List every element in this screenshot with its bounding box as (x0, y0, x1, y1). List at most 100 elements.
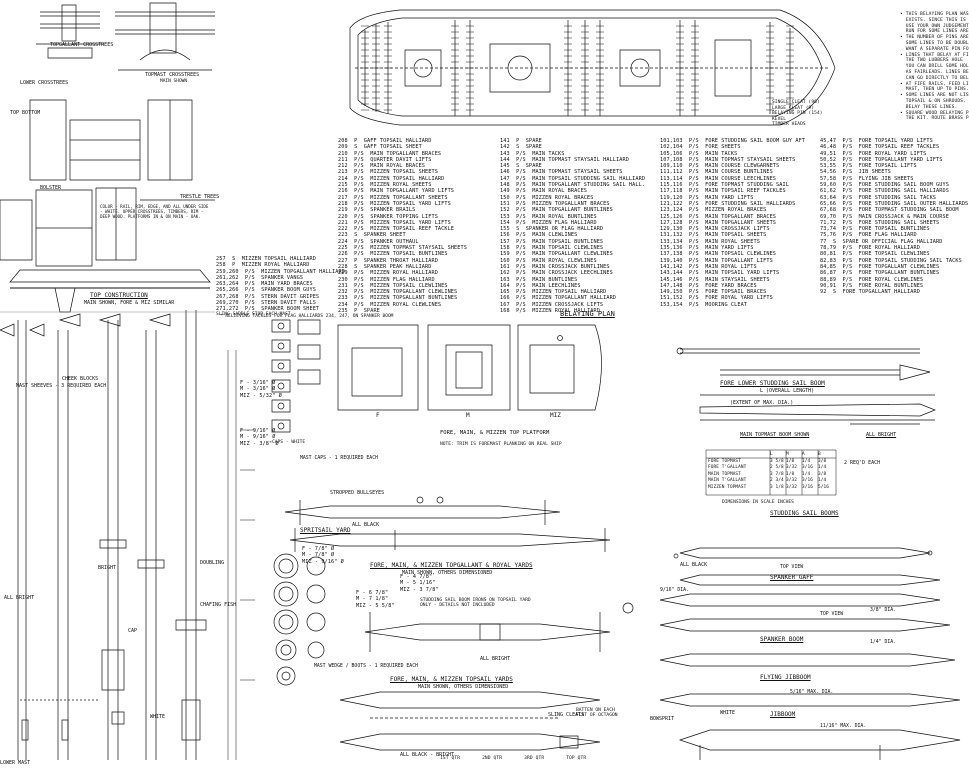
belaying-entry: 210 P/S MAIN TOPGALLANT BRACES (338, 150, 442, 157)
belaying-entry: 46,48 P/S FORE TOPSAIL REEF TACKLES (820, 144, 940, 151)
belaying-entry: 101,103 P/S FORE STUDDING SAIL BOOM GUY … (660, 138, 806, 144)
belaying-entry: 141,142 P/S MAIN ROYAL LIFTS (660, 263, 757, 270)
belaying-entry: 77 S SPARE OR OFFICIAL FLAG HALLIARD (820, 238, 943, 245)
belaying-entry: 227 P SPANKER THROAT HALLIARD (338, 257, 438, 264)
belaying-entry: 90,91 P/S FORE ROYAL BUNTLINES (820, 282, 924, 289)
belaying-entry: 214 P/S MIZZEN TOPSAIL HALLIARD (338, 175, 445, 182)
bowsprit-label: BOWSPRIT (650, 716, 675, 722)
batten-label: BATTEN ON EACH FLAT OF OCTAGON (576, 708, 618, 719)
belaying-entry: 131,132 P/S MAIN TOPSAIL SHEETS (660, 232, 767, 239)
boom-table-cell: 3/32 (786, 478, 797, 484)
mast-dimension: F - 9/16" Ø (240, 428, 276, 434)
belaying-entry: 159 P/S MAIN TOPGALLANT CLEWLINES (500, 251, 613, 258)
main-topmast-boom-drawing (700, 395, 935, 424)
belaying-entry: 125,126 P/S MAIN TOPGALLANT BRACES (660, 213, 777, 220)
boom-table-cell: 2 5/8 (770, 465, 784, 471)
legend-item: LARGE CLEAT (9) (772, 105, 815, 111)
belaying-entry: 233 P/S MIZZEN TOPGALLANT BUNTLINES (338, 295, 458, 302)
note-line: • THIS BELAYING PLAN WAS (900, 12, 969, 17)
mast-sheeves-label: MAST SHEEVES - 3 REQUIRED EACH (16, 383, 107, 389)
note-line: BELAY THESE LINES. (900, 104, 958, 110)
belaying-entry: 258 P MIZZEN ROYAL HALLIARD (216, 262, 310, 269)
belaying-entry: 84,85 P/S FORE TOPGALLANT CLEWLINES (820, 263, 940, 270)
dims-note-label: DIMENSIONS IN SCALE INCHES (722, 500, 794, 505)
yard-quarter-label: TOP QTR (566, 756, 587, 761)
boom-all-black-label: ALL BLACK (680, 562, 708, 568)
boom-table-cell: 1/4 (818, 465, 827, 471)
flying-jibboom-label: FLYING JIBBOOM (760, 674, 811, 681)
label-top-bottom: TOP BOTTOM (10, 110, 41, 116)
belaying-entry: 165 P/S MIZZEN TOPSAIL HALLIARD (500, 289, 607, 296)
topsail-yards-drawing (340, 612, 610, 750)
boom-table-cell: L (770, 452, 773, 457)
belaying-entry: 265,266 P/S SPANKER BOOM GUYS (216, 287, 316, 294)
boom-table-cell: 3 5/8 (770, 458, 784, 464)
belaying-entry: 223 S SPANKER SHEET (338, 232, 406, 239)
belaying-entry: 217 P/S MIZZEN TOPGALLANT SHEETS (338, 194, 448, 201)
label-color-note: COLOR - RAIL, RIM, EDGE, AND ALL UNDER S… (100, 204, 209, 219)
label-topmast-crosstrees: TOPMAST CROSSTREES (145, 72, 200, 78)
boom-dia-4: 5/16" MAX. DIA. (790, 690, 834, 695)
mast-caps-label: MAST CAPS - 1 REQUIRED EACH (300, 456, 378, 461)
belaying-entry: 154 P/S MIZZEN FLAG HALLIARD (500, 219, 597, 226)
reqd-label: 2 REQ'D EACH (844, 460, 881, 466)
note-line: EXISTS. SINCE THIS IS ON (900, 17, 969, 23)
belaying-entry: 163 P/S MAIN BUNTLINES (500, 276, 578, 283)
top-label-miz: MIZ (550, 412, 561, 419)
all-bright-label: ALL BRIGHT (4, 595, 35, 601)
topgallant-royal-label: FORE, MAIN, & MIZZEN TOPGALLANT & ROYAL … (370, 562, 533, 569)
yard-dimension: M - 7 1/8" (356, 596, 389, 603)
boom-table-cell: 1/4 (802, 458, 811, 464)
belaying-entry: 156 P/S MAIN CLEWLINES (500, 232, 578, 239)
topsail-sub-label: MAIN SHOWN, OTHERS DIMENSIONED (418, 684, 509, 690)
belaying-entry: 75,76 P/S FORE FLAG HALLIARD (820, 232, 917, 239)
belaying-plan-deck (350, 10, 835, 125)
belaying-entry: 139,140 P/S MAIN TOPGALLANT LIFTS (660, 257, 773, 264)
fore-lower-boom-label: FORE LOWER STUDDING SAIL BOOM (720, 380, 825, 387)
belaying-entry: 259,260 P/S MIZZEN TOPGALLANT HALLIARD (216, 268, 345, 275)
belaying-entry: 153,154 P/S MOORING CLEAT (660, 301, 748, 308)
top-construction-drawing (0, 100, 215, 312)
belaying-entry: 216 P/S MAIN TOPGALLANT YARD LIFTS (338, 188, 455, 195)
jibboom-label: JIBBOOM (770, 711, 796, 718)
belaying-entry: 235 P SPARE (338, 308, 380, 315)
belaying-entry: 271,272 P/S SPANKER BOOM SHEET (216, 306, 320, 313)
note-line: THE TWO LUBBERS HOLE (900, 58, 964, 64)
note-line: • LINES THAT BELAY AT FIF (900, 52, 969, 58)
mast-caps-drawing (272, 320, 320, 432)
mast-dimension: M - 9/16" Ø (240, 434, 276, 441)
belaying-entry: 135,136 P/S MAIN YARD LIFTS (660, 245, 754, 252)
belaying-entry: 167 P/S MIZZEN CROSSJACK LIFTS (500, 301, 604, 308)
belaying-entry: 109,110 P/S MAIN COURSE CLEWGARNETS (660, 163, 780, 170)
belaying-entry: 82,83 P/S FORE TOPSAIL STUDDING SAIL TAC… (820, 257, 962, 264)
belaying-entry: 92 S FORE TOPGALLANT HALLIARD (820, 289, 920, 296)
belaying-entry: 102,104 P/S FORE SHEETS (660, 144, 741, 151)
boom-table-cell: 3/16 (802, 478, 813, 484)
cap-white-label: CAPS - WHITE (272, 440, 306, 445)
legend-item: SINGLE CLEAT (96) (772, 100, 820, 105)
mast-wedges-drawing (274, 554, 325, 685)
belaying-entry: 107,108 P/S MAIN TOPMAST STAYSAIL SHEETS (660, 156, 796, 163)
belaying-entry: 69,70 P/S MAIN CROSSJACK & MAIN COURSE (820, 213, 949, 220)
belaying-entry: 220 P/S SPANKER TOPPING LIFTS (338, 213, 438, 220)
belaying-entry: 211 P/S QUARTER DAVIT LIFTS (338, 156, 432, 163)
belaying-entry: 151 P/S MIZZEN TOPGALLANT BRACES (500, 200, 610, 207)
boom-dia-2: 3/8" DIA. (870, 608, 896, 613)
belaying-entry: 261,262 P/S SPANKER VANGS (216, 274, 304, 281)
chafing-fish-label: CHAFING FISH (200, 602, 237, 608)
belaying-entry: 146 P/S MAIN TOPMAST STAYSAIL SHEETS (500, 169, 623, 176)
belaying-entry: 147 P/S MAIN TOPSAIL STUDDING SAIL HALLI… (500, 175, 646, 182)
studding-note-label: STUDDING SAIL BOOM IRONS ON TOPSAIL YARD… (420, 598, 531, 609)
main-topmast-boom-label: MAIN TOPMAST BOOM SHOWN (740, 432, 810, 438)
belaying-entry: 218 P/S MIZZEN TOPSAIL YARD LIFTS (338, 200, 451, 207)
boom-table-cell: FORE TOPMAST (708, 458, 741, 464)
all-bright-yard-label: ALL BRIGHT (480, 656, 511, 662)
note-line: • SQUARE WOOD BELAYING P (900, 110, 969, 116)
belaying-entry: 149,150 P/S FORE TOPSAIL BRACES (660, 289, 767, 296)
mast-dimension-lines (228, 350, 255, 760)
